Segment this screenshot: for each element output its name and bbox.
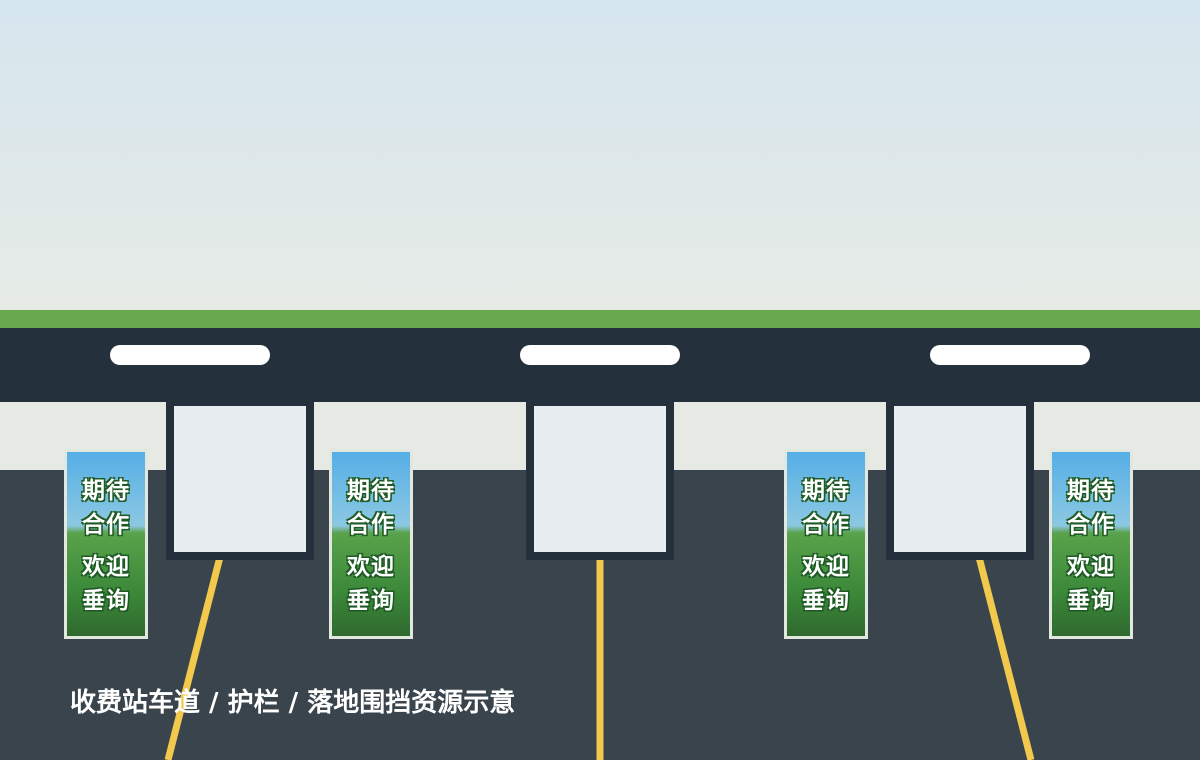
toll-canopy <box>0 328 1200 402</box>
sign-line: 期待 <box>802 478 850 504</box>
sign-top-text: 期待 合作 <box>787 474 865 542</box>
canopy-light <box>520 345 680 365</box>
canopy-light <box>930 345 1090 365</box>
sign-line: 垂询 <box>802 588 850 614</box>
sign-line: 合作 <box>82 512 130 538</box>
sign-top-text: 期待 合作 <box>67 474 145 542</box>
sign-line: 欢迎 <box>802 554 850 580</box>
sign-top-text: 期待 合作 <box>1052 474 1130 542</box>
sign-line: 垂询 <box>82 588 130 614</box>
sign-top-text: 期待 合作 <box>332 474 410 542</box>
sign-line: 欢迎 <box>347 554 395 580</box>
sign-bottom-text: 欢迎 垂询 <box>67 550 145 618</box>
toll-booth <box>526 398 674 560</box>
sign-line: 垂询 <box>347 588 395 614</box>
canopy-light <box>110 345 270 365</box>
scene-caption: 收费站车道 / 护栏 / 落地围挡资源示意 <box>70 688 516 718</box>
sign-bottom-text: 欢迎 垂询 <box>787 550 865 618</box>
lane-line <box>164 556 224 760</box>
toll-booth <box>886 398 1034 560</box>
sign-line: 垂询 <box>1067 588 1115 614</box>
sign-line: 欢迎 <box>1067 554 1115 580</box>
sign-bottom-text: 欢迎 垂询 <box>332 550 410 618</box>
toll-booth <box>166 398 314 560</box>
sign-line: 期待 <box>82 478 130 504</box>
standing-sign: 期待 合作 欢迎 垂询 <box>1049 449 1133 639</box>
sign-line: 合作 <box>347 512 395 538</box>
standing-sign: 期待 合作 欢迎 垂询 <box>329 449 413 639</box>
sign-line: 期待 <box>1067 478 1115 504</box>
sign-line: 合作 <box>802 512 850 538</box>
sign-line: 合作 <box>1067 512 1115 538</box>
standing-sign: 期待 合作 欢迎 垂询 <box>784 449 868 639</box>
lane-line <box>975 556 1035 760</box>
sky-background <box>0 0 1200 310</box>
sign-line: 期待 <box>347 478 395 504</box>
sign-bottom-text: 欢迎 垂询 <box>1052 550 1130 618</box>
standing-sign: 期待 合作 欢迎 垂询 <box>64 449 148 639</box>
sign-line: 欢迎 <box>82 554 130 580</box>
canopy-green-strip <box>0 310 1200 328</box>
